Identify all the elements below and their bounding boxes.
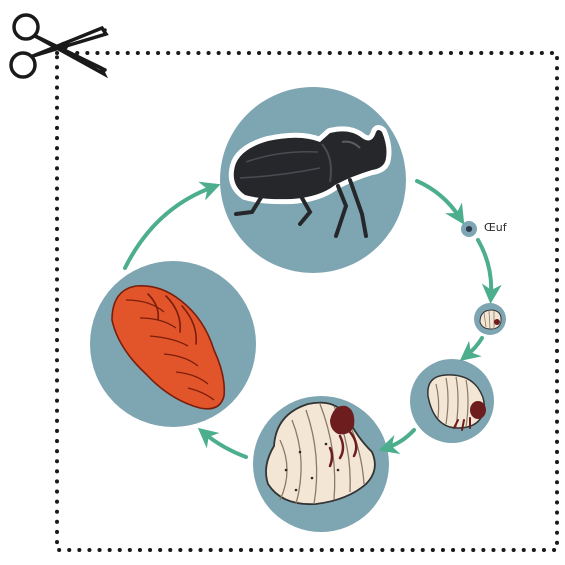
arrow-pupa-to-adult xyxy=(125,187,213,268)
young-larva-illustration xyxy=(480,310,501,329)
egg-label: Œuf xyxy=(484,221,507,234)
egg-illustration xyxy=(466,226,472,232)
arrow-mid-larva-to-mature-larva xyxy=(386,430,414,448)
arrow-mature-larva-to-pupa xyxy=(204,433,246,457)
arrow-adult-to-egg xyxy=(417,181,460,218)
arrow-egg-to-young-larva xyxy=(478,240,491,296)
arrow-young-larva-to-mid-larva xyxy=(466,338,482,356)
